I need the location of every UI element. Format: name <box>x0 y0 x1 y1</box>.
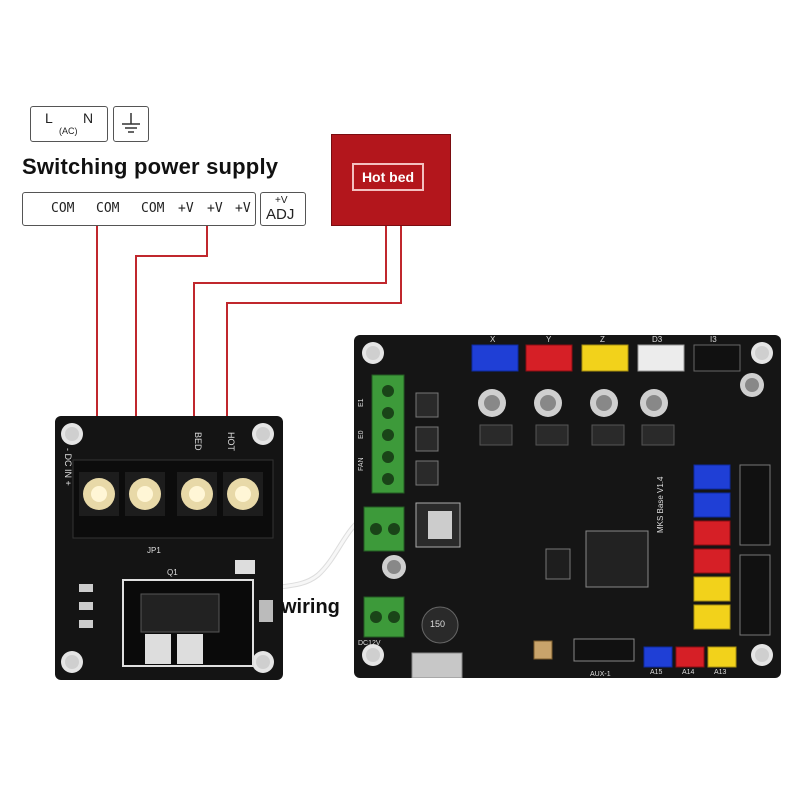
header-label: X <box>490 335 496 344</box>
psu-terminal-label: COM <box>96 201 120 216</box>
adj-bottom-label: ADJ <box>266 206 295 223</box>
a15-connector <box>643 646 673 668</box>
right-connector-blue <box>693 492 731 518</box>
power-label: DC12V <box>358 640 381 647</box>
bottom-label: A15 <box>650 669 663 676</box>
silk-bed: BED <box>193 432 203 451</box>
ground-icon <box>122 113 140 133</box>
ac-label: (AC) <box>59 126 78 136</box>
header-label: Z <box>600 335 605 344</box>
usb-port <box>411 652 463 678</box>
line-label: L <box>45 110 53 126</box>
mosfet-module: - DC IN + BED HOT JP1 Q1 <box>55 416 283 680</box>
silk-jp1: JP1 <box>147 546 161 555</box>
right-connector-yellow <box>693 604 731 630</box>
screw-terminals <box>79 472 263 516</box>
adj-box: +V ADJ <box>260 192 306 226</box>
chip-label: MKS Base V1.4 <box>656 476 665 533</box>
aux-header <box>573 638 635 662</box>
exp-header <box>739 554 771 636</box>
psu-terminal-label: +V <box>235 201 251 216</box>
header-label: Y <box>546 335 552 344</box>
right-connector-red <box>693 548 731 574</box>
psu-terminal-strip: COM COM COM +V +V +V <box>22 192 256 226</box>
d3-connector <box>637 344 685 372</box>
bottom-label: A14 <box>682 669 695 676</box>
header-label: I3 <box>710 335 717 344</box>
driver-chip <box>591 424 625 446</box>
ground-box <box>113 106 149 142</box>
driver-chip <box>479 424 513 446</box>
x-connector <box>471 344 519 372</box>
hot-bed: Hot bed <box>331 134 451 226</box>
silk-hot: HOT <box>226 432 236 451</box>
psu-terminal-label: +V <box>207 201 223 216</box>
neutral-label: N <box>83 110 94 126</box>
side-label: E0 <box>358 430 365 439</box>
right-connector-blue <box>693 464 731 490</box>
wire-v-to-dc-plus <box>135 226 208 432</box>
wiring-label: wiring <box>281 596 340 618</box>
driver-chip <box>535 424 569 446</box>
driver-chip <box>641 424 675 446</box>
adj-top-label: +V <box>275 195 288 206</box>
ac-input-box: L N (AC) <box>30 106 108 142</box>
wire-bed-to-hotbed <box>193 226 387 432</box>
mcu-chip <box>585 530 649 588</box>
exp-header <box>739 464 771 546</box>
controller-board: X Y Z D3 I3 MKS Base V1.4 150 AUX-1 A15 A14 A1… <box>354 335 781 678</box>
right-connector-red <box>693 520 731 546</box>
z-connector <box>581 344 629 372</box>
aux-label: AUX-1 <box>590 671 611 678</box>
a13-connector <box>707 646 737 668</box>
side-label: E1 <box>358 398 365 407</box>
inductor-label: 150 <box>430 619 446 629</box>
i3-connector <box>693 344 741 372</box>
hot-bed-label: Hot bed <box>361 169 415 185</box>
wire-hot-to-hotbed <box>226 226 402 432</box>
side-label: FAN <box>358 457 365 471</box>
hot-bed-label-box: Hot bed <box>352 163 424 191</box>
silk-q1: Q1 <box>167 568 178 577</box>
psu-title: Switching power supply <box>22 154 279 179</box>
reset-button <box>533 640 553 660</box>
silk-dc-in: - DC IN + <box>63 448 73 486</box>
right-connector-yellow <box>693 576 731 602</box>
header-label: D3 <box>652 335 663 344</box>
psu-terminal-label: +V <box>178 201 194 216</box>
psu-terminal-label: COM <box>141 201 165 216</box>
a14-connector <box>675 646 705 668</box>
bottom-label: A13 <box>714 669 727 676</box>
inductor <box>421 606 459 644</box>
y-connector <box>525 344 573 372</box>
psu-terminal-label: COM <box>51 201 75 216</box>
